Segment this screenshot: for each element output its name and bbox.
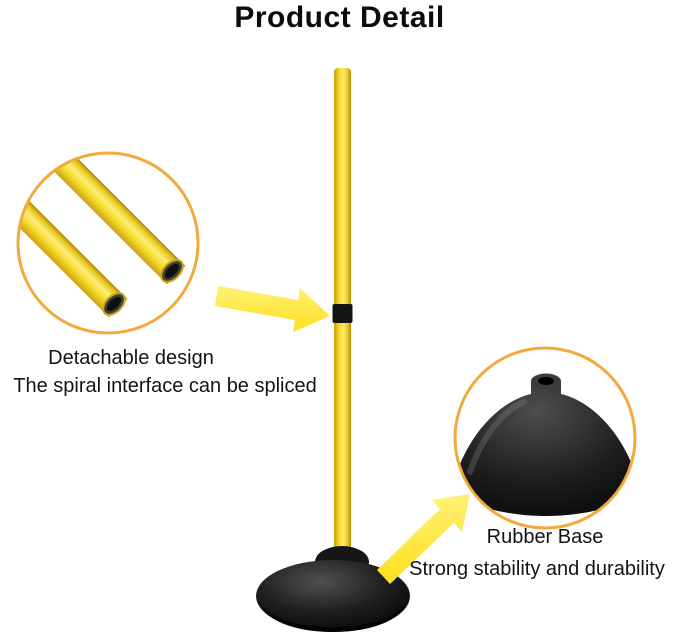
arrow-to-connector	[215, 286, 330, 332]
tube-rear	[18, 153, 186, 285]
rubber-base-caption-line2: Strong stability and durability	[409, 558, 665, 580]
rubber-base	[256, 546, 410, 632]
base-dome-sheen	[467, 399, 527, 475]
agility-pole	[332, 68, 353, 568]
detail-circle-border-left	[16, 151, 200, 335]
base-skirt-shadow	[258, 600, 408, 632]
detail-circle-border-right	[453, 346, 637, 530]
detachable-detail-circle	[16, 151, 200, 335]
base-dome	[455, 376, 635, 516]
base-skirt	[256, 560, 410, 632]
rubber-base-caption-line1: Rubber Base	[486, 526, 604, 548]
rubber-base-detail-circle	[453, 346, 637, 530]
page-title: Product Detail	[234, 1, 445, 34]
arrow-to-base-detail	[377, 494, 470, 584]
tube-front	[18, 153, 128, 318]
detachable-caption-line1: Detachable design	[48, 347, 214, 369]
detachable-caption-line2: The spiral interface can be spliced	[13, 375, 317, 397]
base-screw-hole	[538, 377, 554, 385]
pole-connector-band	[332, 304, 353, 323]
